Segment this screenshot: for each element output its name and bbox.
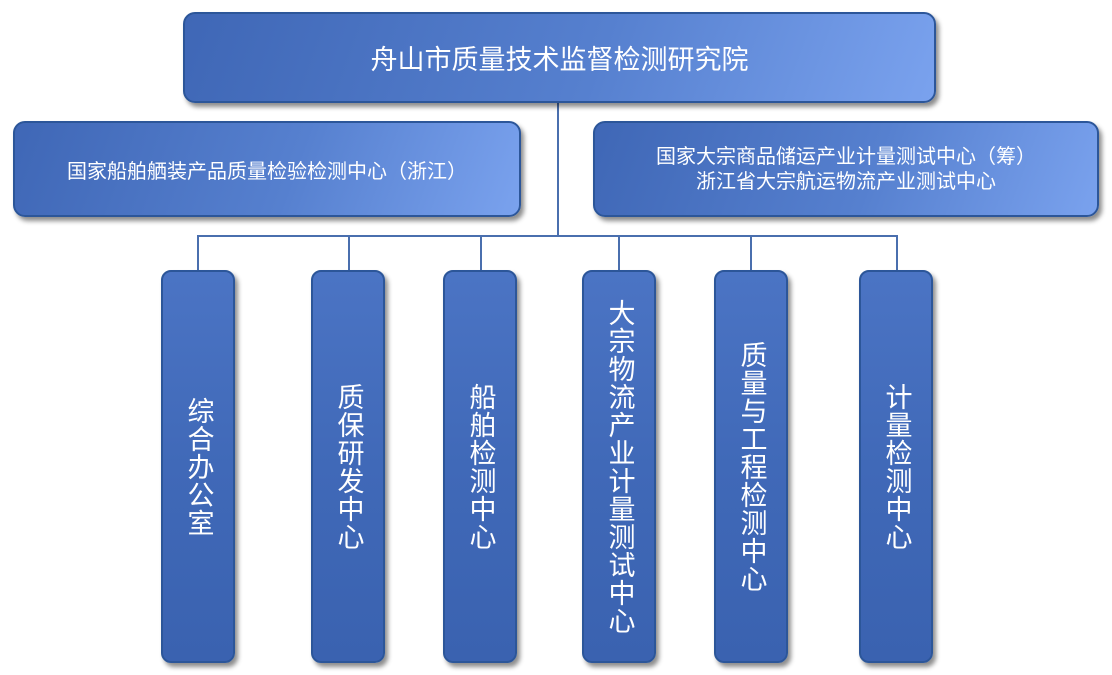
center-node-right: 国家大宗商品储运产业计量测试中心（筹） 浙江省大宗航运物流产业测试中心 <box>593 121 1099 217</box>
department-node-3: 船舶检测中心 <box>443 270 517 663</box>
trunk-connector <box>557 102 559 237</box>
department-node-5: 质量与工程检测中心 <box>714 270 788 663</box>
branch-connector-1 <box>197 235 199 272</box>
department-node-6: 计量检测中心 <box>859 270 933 663</box>
department-node-2: 质保研发中心 <box>311 270 385 663</box>
department-label-1: 综合办公室 <box>182 396 214 537</box>
center-right-line2: 浙江省大宗航运物流产业测试中心 <box>696 169 996 193</box>
root-label: 舟山市质量技术监督检测研究院 <box>370 45 749 76</box>
department-label-6: 计量检测中心 <box>880 382 912 551</box>
department-node-4: 大宗物流产业计量测试中心 <box>582 270 656 663</box>
center-left-label: 国家船舶舾装产品质量检验检测中心（浙江） <box>67 158 467 183</box>
department-node-1: 综合办公室 <box>161 270 235 663</box>
root-node: 舟山市质量技术监督检测研究院 <box>183 12 936 103</box>
branch-connector-2 <box>348 235 350 272</box>
department-label-2: 质保研发中心 <box>332 382 364 551</box>
horizontal-bus-connector <box>197 235 898 237</box>
branch-connector-5 <box>750 235 752 272</box>
center-node-left: 国家船舶舾装产品质量检验检测中心（浙江） <box>13 121 521 217</box>
branch-connector-6 <box>896 235 898 272</box>
department-label-3: 船舶检测中心 <box>464 382 496 551</box>
center-right-line1: 国家大宗商品储运产业计量测试中心（筹） <box>656 144 1036 168</box>
branch-connector-4 <box>618 235 620 272</box>
department-label-5: 质量与工程检测中心 <box>735 340 767 593</box>
branch-connector-3 <box>480 235 482 272</box>
department-label-4: 大宗物流产业计量测试中心 <box>603 298 635 635</box>
